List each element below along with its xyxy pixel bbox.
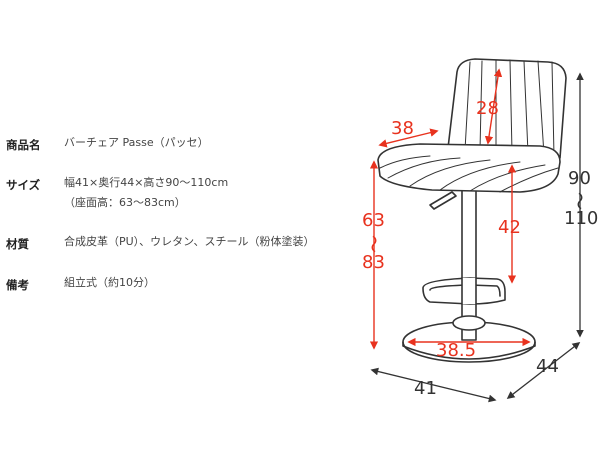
label-seat-height-min: 63 <box>362 210 385 231</box>
label-back-height: 28 <box>476 98 499 119</box>
chair-lever <box>429 191 457 210</box>
label-seat-top: 38 <box>391 118 414 139</box>
spec-label-note: 備考 <box>6 278 29 292</box>
spec-value-name: バーチェア Passe（パッセ） <box>64 136 209 149</box>
chair-column-foot <box>452 315 486 331</box>
dark-dimension-lines <box>370 72 584 403</box>
spec-table: 商品名 バーチェア Passe（パッセ） サイズ 幅41×奥行44×高さ90〜1… <box>6 136 315 292</box>
spec-value-size-line2: （座面高：63〜83cm） <box>64 196 186 209</box>
label-footrest-height: 42 <box>498 217 521 238</box>
chair-backrest <box>447 58 567 159</box>
label-total-height-min: 90 <box>568 168 591 189</box>
red-dimension-lines <box>369 68 531 350</box>
label-total-height-tilde: ～ <box>568 192 589 210</box>
label-seat-height-tilde: ～ <box>362 235 383 253</box>
spec-label-size: サイズ <box>6 178 41 192</box>
dim-line-depth <box>506 342 581 399</box>
chair-illustration <box>377 58 567 363</box>
spec-value-material: 合成皮革（PU）、ウレタン、スチール（粉体塗装） <box>64 235 315 248</box>
spec-label-material: 材質 <box>6 237 29 251</box>
red-dimension-labels: 28 38 63 ～ 83 42 38.5 <box>362 98 521 361</box>
chair-seat <box>377 143 561 193</box>
dim-line-back-height <box>484 68 503 145</box>
label-base-diameter: 38.5 <box>436 340 476 361</box>
dark-dimension-labels: 90 ～ 110 41 44 <box>414 168 598 399</box>
spec-value-note: 組立式（約10分） <box>64 276 155 289</box>
dim-line-seat-top <box>378 128 439 148</box>
label-depth: 44 <box>536 356 559 377</box>
label-width: 41 <box>414 378 437 399</box>
label-total-height-max: 110 <box>564 208 598 229</box>
spec-label-name: 商品名 <box>6 138 41 152</box>
spec-value-size-line1: 幅41×奥行44×高さ90〜110cm <box>64 176 229 189</box>
label-seat-height-max: 83 <box>362 252 385 273</box>
dim-line-width <box>370 367 497 403</box>
spec-value-size: 幅41×奥行44×高さ90〜110cm （座面高：63〜83cm） <box>64 173 228 213</box>
